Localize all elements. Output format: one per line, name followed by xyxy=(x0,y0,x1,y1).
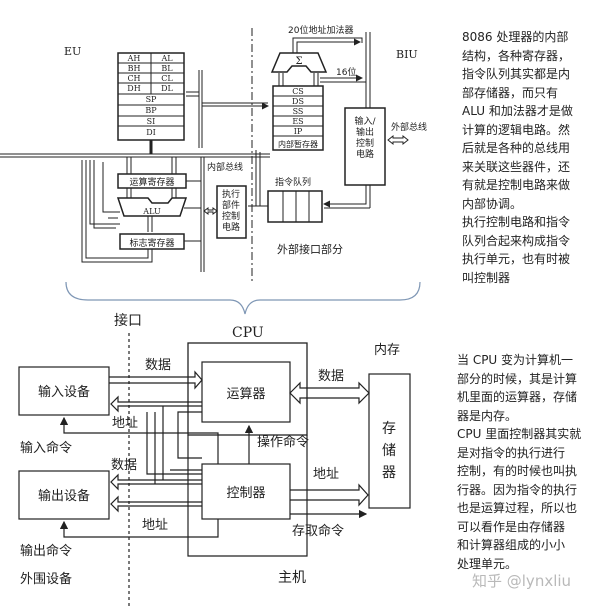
exec-control-circuit xyxy=(216,185,247,239)
reg-bh: BH xyxy=(128,64,141,73)
grouping-brace xyxy=(65,281,421,315)
flag-register-label: 标志寄存器 xyxy=(129,237,174,249)
io-control-line-4: 电路 xyxy=(356,148,374,160)
exec-control-line-4: 电路 xyxy=(222,221,240,233)
reg-al: AL xyxy=(160,54,173,63)
reg-ss: SS xyxy=(293,107,304,116)
output-address-label: 地址 xyxy=(142,518,168,533)
segment-register-file xyxy=(272,85,324,151)
reg-dh: DH xyxy=(127,84,140,93)
input-device-box xyxy=(18,366,110,416)
controller-box xyxy=(201,463,291,520)
input-address-label: 地址 xyxy=(112,416,138,431)
memory-address-arrow xyxy=(290,483,369,507)
peripherals-label: 外围设备 xyxy=(20,571,72,587)
exec-control-line-1: 执行 xyxy=(222,188,240,200)
storage-char-1: 存 xyxy=(382,421,396,437)
reg-ds: DS xyxy=(292,97,304,106)
reg-si: SI xyxy=(147,117,156,126)
instruction-queue xyxy=(267,190,323,223)
note-8086-structure: 8086 处理器的内部 结构，各种寄存器， 指令队列其实都是内 部存储器，而只有… xyxy=(462,30,573,285)
input-command-label: 输入命令 xyxy=(20,440,72,456)
operation-command-label: 操作命令 xyxy=(257,434,309,450)
storage-char-2: 储 xyxy=(382,443,396,459)
reg-bl: BL xyxy=(161,64,173,73)
internal-temp-register: 内部暂存器 xyxy=(278,139,318,149)
external-bus-label: 外部总线 xyxy=(391,121,427,133)
biu-label: BIU xyxy=(396,48,418,61)
instruction-queue-label: 指令队列 xyxy=(275,176,311,188)
host-box xyxy=(187,435,308,557)
input-data-label: 数据 xyxy=(145,358,171,373)
io-control-line-2: 输出 xyxy=(356,126,374,138)
output-address-arrow xyxy=(110,495,202,513)
cpu-box xyxy=(187,342,308,436)
adder-label: 20位地址加法器 xyxy=(288,24,353,36)
reg-ch: CH xyxy=(127,74,140,83)
exec-control-line-3: 控制 xyxy=(222,210,240,222)
reg-es: ES xyxy=(292,117,303,126)
external-interface-label: 外部接口部分 xyxy=(277,242,343,256)
io-control-line-1: 输入/ xyxy=(354,115,376,127)
output-data-arrow xyxy=(110,473,202,491)
adder-symbol: Σ xyxy=(295,56,302,67)
memory-data-label: 数据 xyxy=(318,369,344,384)
top-diagram-8086: EU BIU AH AL BH BL CH CL DH DL SP BP xyxy=(0,24,427,282)
io-control-line-3: 控制 xyxy=(356,137,374,149)
host-label: 主机 xyxy=(278,570,306,586)
watermark: 知乎 @lynxliu xyxy=(472,572,572,590)
output-command-label: 输出命令 xyxy=(20,543,72,559)
cpu-label: CPU xyxy=(232,325,264,341)
alu-label: ALU xyxy=(142,207,161,216)
access-command-label: 存取命令 xyxy=(292,523,344,539)
output-device-label: 输出设备 xyxy=(38,488,90,504)
output-device-box xyxy=(18,470,110,520)
output-command-line xyxy=(59,519,219,538)
reg-ip: IP xyxy=(294,127,303,136)
input-data-arrow xyxy=(109,370,203,390)
interface-label: 接口 xyxy=(114,312,142,329)
external-bus-arrow xyxy=(387,134,409,146)
reg-sp: SP xyxy=(146,95,157,104)
general-register-file xyxy=(117,52,185,141)
reg-ah: AH xyxy=(127,54,141,63)
alu-box xyxy=(201,361,291,423)
input-command-line xyxy=(59,416,219,464)
reg-dl: DL xyxy=(161,84,173,93)
input-address-arrow xyxy=(110,395,202,413)
reg-di: DI xyxy=(146,128,156,137)
output-data-label: 数据 xyxy=(111,458,137,473)
memory-data-arrow xyxy=(289,381,370,405)
io-control-circuit xyxy=(344,107,386,186)
eu-label: EU xyxy=(64,45,81,58)
bottom-diagram-computer: 接口 CPU 运算器 内存 存 储 器 数据 控制器 操作命令 地址 存取命令 … xyxy=(18,312,411,607)
storage-box xyxy=(368,373,411,509)
address-adder xyxy=(270,52,328,73)
note-cpu-in-computer: 当 CPU 变为计算机一 部分的时候，其是计算 机里面的运算器，存储 器是内存。… xyxy=(457,353,582,571)
controller-label: 控制器 xyxy=(226,486,265,501)
exec-control-line-2: 部件 xyxy=(222,199,240,211)
reg-bp: BP xyxy=(145,106,157,115)
bus-16bit-label: 16位 xyxy=(336,66,356,78)
memory-title: 内存 xyxy=(374,342,400,358)
reg-cs: CS xyxy=(292,87,304,96)
alu-label: 运算器 xyxy=(226,387,265,402)
input-device-label: 输入设备 xyxy=(38,384,90,400)
storage-char-3: 器 xyxy=(382,465,396,481)
internal-bus-label: 内部总线 xyxy=(207,161,243,173)
operand-register-label: 运算寄存器 xyxy=(129,176,174,188)
reg-cl: CL xyxy=(161,74,173,83)
memory-address-label: 地址 xyxy=(313,467,339,482)
